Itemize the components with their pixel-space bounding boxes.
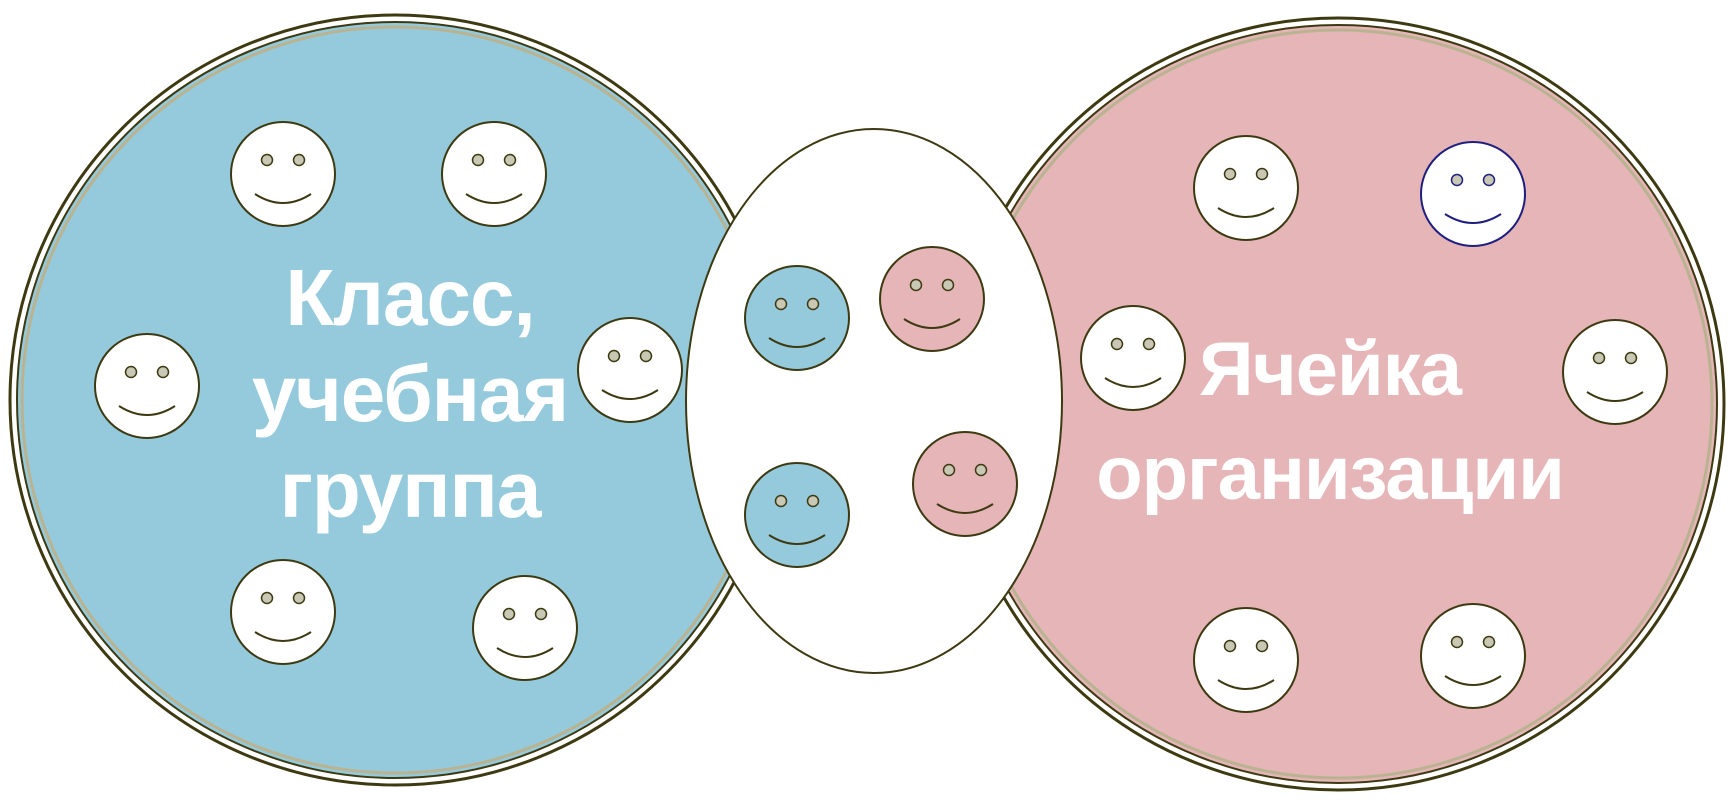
shared-member-smiley-icon	[912, 431, 1018, 537]
shared-member-smiley-icon	[744, 265, 850, 371]
left-label-line-3: группа	[279, 445, 542, 534]
shared-member-smiley-icon	[744, 462, 850, 568]
right-member-smiley-icon	[1420, 603, 1526, 709]
right-member-smiley-icon	[1193, 607, 1299, 713]
shared-member-smiley-icon	[879, 246, 985, 352]
left-set-circle	[8, 13, 782, 787]
right-member-smiley-icon	[1562, 319, 1668, 425]
right-set-label: Ячейка организации	[1080, 318, 1580, 526]
left-member-smiley-icon	[230, 121, 336, 227]
left-label-line-1: Класс,	[285, 253, 535, 342]
right-member-smiley-icon	[1193, 135, 1299, 241]
left-member-smiley-icon	[577, 317, 683, 423]
right-member-smiley-icon	[1080, 305, 1186, 411]
left-label-line-2: учебная	[251, 349, 569, 438]
faces-layer	[94, 121, 1668, 713]
intersection-ellipse	[685, 128, 1063, 674]
left-member-smiley-icon	[441, 121, 547, 227]
left-member-smiley-icon	[472, 575, 578, 681]
right-label-line-1: Ячейка	[1198, 327, 1462, 412]
left-member-smiley-icon	[94, 333, 200, 439]
right-label-line-2: организации	[1096, 431, 1565, 516]
right-member-smiley-icon	[1420, 141, 1526, 247]
left-member-smiley-icon	[230, 559, 336, 665]
left-set-label: Класс, учебная группа	[200, 250, 620, 538]
